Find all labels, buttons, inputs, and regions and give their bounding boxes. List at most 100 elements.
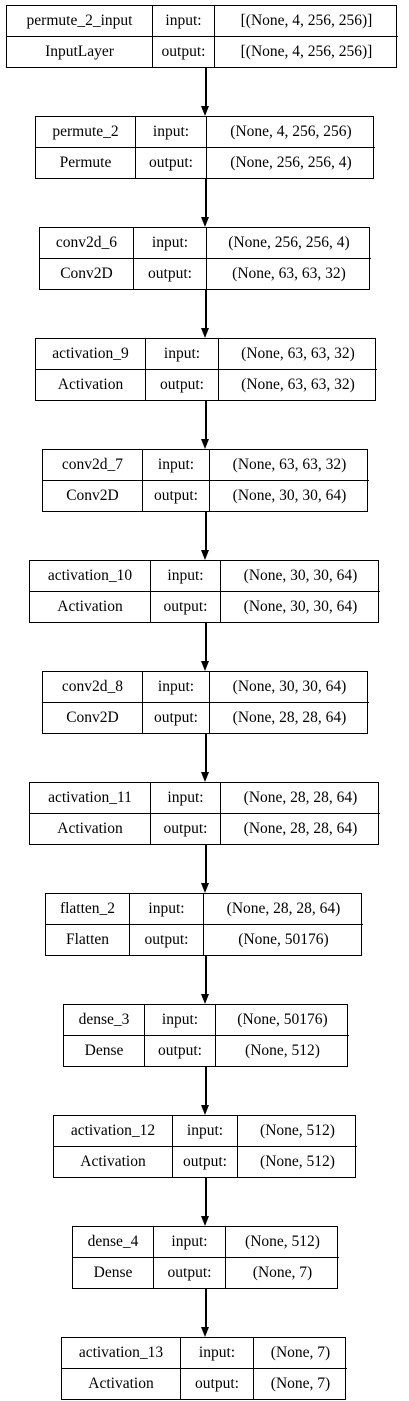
connector-arrow <box>205 845 207 884</box>
output-label: output: <box>154 1257 226 1288</box>
arrow-head-icon <box>201 328 209 338</box>
layer-type: Permute <box>36 147 136 178</box>
input-label: input: <box>151 783 221 814</box>
arrow-head-icon <box>201 439 209 449</box>
output-shape: (None, 63, 63, 32) <box>241 375 355 393</box>
layer-name: flatten_2 <box>46 894 130 925</box>
input-label: input: <box>145 1005 216 1036</box>
output-label: output: <box>151 591 221 622</box>
input-label: input: <box>143 450 210 481</box>
layer-name: activation_12 <box>54 1116 173 1147</box>
layer-name: activation_11 <box>30 783 151 814</box>
connector-arrow <box>205 512 207 551</box>
output-label: output: <box>146 369 219 400</box>
layer-name: dense_4 <box>73 1227 154 1258</box>
input-shape: (None, 50176) <box>216 1005 349 1036</box>
input-label: input: <box>134 228 207 259</box>
connector-arrow <box>205 623 207 662</box>
connector-arrow <box>205 1067 207 1106</box>
input-shape: (None, 7) <box>254 1338 347 1369</box>
output-label: output: <box>143 480 210 511</box>
input-label: input: <box>153 6 215 37</box>
layer-type: Dense <box>64 1035 145 1066</box>
output-shape: (None, 28, 28, 64) <box>232 708 347 726</box>
input-label: input: <box>151 561 221 592</box>
arrow-head-icon <box>201 994 209 1004</box>
arrow-head-icon <box>201 1105 209 1115</box>
arrow-head-icon <box>201 661 209 671</box>
output-shape: (None, 512) <box>260 1152 335 1170</box>
output-label: output: <box>153 36 215 67</box>
input-shape: (None, 30, 30, 64) <box>210 672 369 703</box>
connector-arrow <box>205 956 207 995</box>
arrow-head-icon <box>201 1216 209 1226</box>
output-shape: [(None, 4, 256, 256)] <box>240 42 373 60</box>
output-label: output: <box>134 258 207 289</box>
output-label: output: <box>145 1035 216 1066</box>
connector-arrow <box>205 179 207 218</box>
input-shape: [(None, 4, 256, 256)] <box>215 6 398 37</box>
input-shape: (None, 63, 63, 32) <box>210 450 369 481</box>
output-shape: (None, 7) <box>252 1263 313 1281</box>
input-shape: (None, 256, 256, 4) <box>207 228 371 259</box>
input-label: input: <box>173 1116 238 1147</box>
input-label: input: <box>136 117 207 148</box>
layer-name: conv2d_6 <box>40 228 134 259</box>
output-label: output: <box>136 147 207 178</box>
connector-arrow <box>205 401 207 440</box>
layer-name: dense_3 <box>64 1005 145 1036</box>
arrow-head-icon <box>201 550 209 560</box>
layer-type: Activation <box>30 813 151 844</box>
input-shape: (None, 512) <box>238 1116 357 1147</box>
arrow-head-icon <box>201 883 209 893</box>
layer-type: Activation <box>30 591 151 622</box>
layer-name: activation_13 <box>62 1338 181 1369</box>
layer-type: Flatten <box>46 924 130 955</box>
layer-name: permute_2 <box>36 117 136 148</box>
layer-type: InputLayer <box>7 36 153 67</box>
arrow-head-icon <box>201 772 209 782</box>
layer-name: permute_2_input <box>7 6 153 37</box>
output-label: output: <box>143 702 210 733</box>
output-label: output: <box>130 924 204 955</box>
layer-name: activation_9 <box>36 339 146 370</box>
output-shape: (None, 30, 30, 64) <box>232 486 347 504</box>
output-shape: (None, 512) <box>245 1041 320 1059</box>
input-label: input: <box>181 1338 254 1369</box>
arrow-head-icon <box>201 1327 209 1337</box>
input-shape: (None, 63, 63, 32) <box>219 339 377 370</box>
connector-arrow <box>205 290 207 329</box>
layer-type: Conv2D <box>40 258 134 289</box>
output-label: output: <box>173 1146 238 1177</box>
layer-type: Activation <box>36 369 146 400</box>
layer-type: Activation <box>62 1368 181 1399</box>
arrow-head-icon <box>201 217 209 227</box>
output-shape: (None, 30, 30, 64) <box>243 597 358 615</box>
input-shape: (None, 28, 28, 64) <box>204 894 363 925</box>
input-label: input: <box>146 339 219 370</box>
connector-arrow <box>205 1178 207 1217</box>
layer-type: Conv2D <box>43 480 143 511</box>
layer-name: conv2d_7 <box>43 450 143 481</box>
output-shape: (None, 50176) <box>238 930 329 948</box>
input-shape: (None, 4, 256, 256) <box>207 117 375 148</box>
arrow-head-icon <box>201 106 209 116</box>
layer-name: conv2d_8 <box>43 672 143 703</box>
input-shape: (None, 512) <box>226 1227 339 1258</box>
output-shape: (None, 256, 256, 4) <box>230 153 352 171</box>
connector-arrow <box>205 68 207 107</box>
input-label: input: <box>143 672 210 703</box>
